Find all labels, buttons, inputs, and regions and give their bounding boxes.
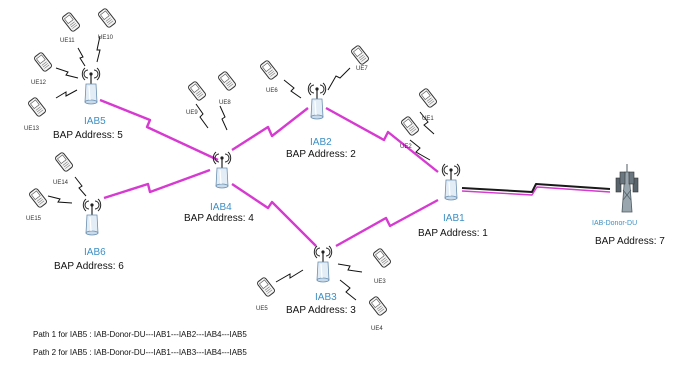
iab5-node-icon: [81, 67, 101, 105]
ue13-phone-icon: [27, 96, 47, 118]
ue6-phone-icon: [259, 59, 279, 81]
ue10-phone-icon: [97, 7, 117, 29]
link-iab4-iab3: [231, 183, 317, 247]
backhaul-links: [99, 98, 439, 248]
iab2-node-icon: [307, 82, 327, 120]
ue9-phone-icon: [187, 80, 207, 102]
ue11-label: UE11: [60, 38, 75, 44]
donor-name: IAB-Donor-DU: [592, 220, 637, 227]
ue5-phone-icon: [256, 276, 276, 298]
ue10-label: UE10: [98, 35, 114, 41]
ue8-label: UE8: [219, 100, 231, 106]
ue1-label: UE1: [422, 116, 434, 122]
link-iab2-iab1: [325, 106, 439, 173]
ue9-label: UE9: [186, 110, 198, 116]
link-iab3-iab1: [335, 198, 439, 248]
iab2-name: IAB2: [310, 137, 332, 148]
ue13-label: UE13: [24, 126, 40, 132]
ue4-label: UE4: [371, 326, 383, 332]
ue4-phone-icon: [368, 295, 388, 317]
ue3-label: UE3: [374, 279, 386, 285]
path-1-description: Path 1 for IAB5 : IAB-Donor-DU---IAB1---…: [33, 330, 247, 339]
iab6-node-icon: [82, 198, 102, 236]
ue11-phone-icon: [61, 11, 81, 33]
ue15-label: UE15: [26, 216, 42, 222]
iab5-name: IAB5: [84, 116, 106, 127]
iab1-node-icon: [441, 163, 461, 201]
ue8-phone-icon: [217, 70, 237, 92]
iab4-name: IAB4: [210, 202, 232, 213]
ue2-phone-icon: [400, 115, 420, 137]
ue14-phone-icon: [54, 151, 74, 173]
iab3-node-icon: [313, 245, 333, 283]
iab3-name: IAB3: [315, 292, 337, 303]
ue14-label: UE14: [53, 180, 69, 186]
iab4-bap-address: BAP Address: 4: [184, 213, 254, 224]
donor-bap-address: BAP Address: 7: [595, 236, 665, 247]
path-2-description: Path 2 for IAB5 : IAB-Donor-DU---IAB1---…: [33, 348, 247, 357]
iab1-name: IAB1: [443, 213, 465, 224]
ue2-label: UE2: [400, 144, 412, 150]
ue7-phone-icon: [350, 44, 370, 66]
ue12-phone-icon: [33, 51, 53, 73]
ue15-phone-icon: [28, 187, 48, 209]
iab5-bap-address: BAP Address: 5: [53, 130, 123, 141]
link-iab5-iab4: [99, 98, 219, 162]
iab4-node-icon: [212, 151, 232, 189]
donor-link: [461, 183, 611, 196]
iab2-bap-address: BAP Address: 2: [286, 149, 356, 160]
ue3-phone-icon: [372, 247, 392, 269]
iab6-bap-address: BAP Address: 6: [54, 261, 124, 272]
ue-access-links: [47, 35, 435, 301]
iab6-name: IAB6: [84, 247, 106, 258]
ue6-label: UE6: [266, 88, 278, 94]
ue7-label: UE7: [356, 66, 368, 72]
ue1-phone-icon: [418, 87, 438, 109]
link-iab6-iab4: [103, 168, 211, 200]
donor-tower-icon: [615, 164, 639, 213]
ue5-label: UE5: [256, 306, 268, 312]
ue12-label: UE12: [31, 80, 47, 86]
iab1-bap-address: BAP Address: 1: [418, 228, 488, 239]
link-iab4-iab2: [231, 107, 309, 152]
iab3-bap-address: BAP Address: 3: [286, 305, 356, 316]
